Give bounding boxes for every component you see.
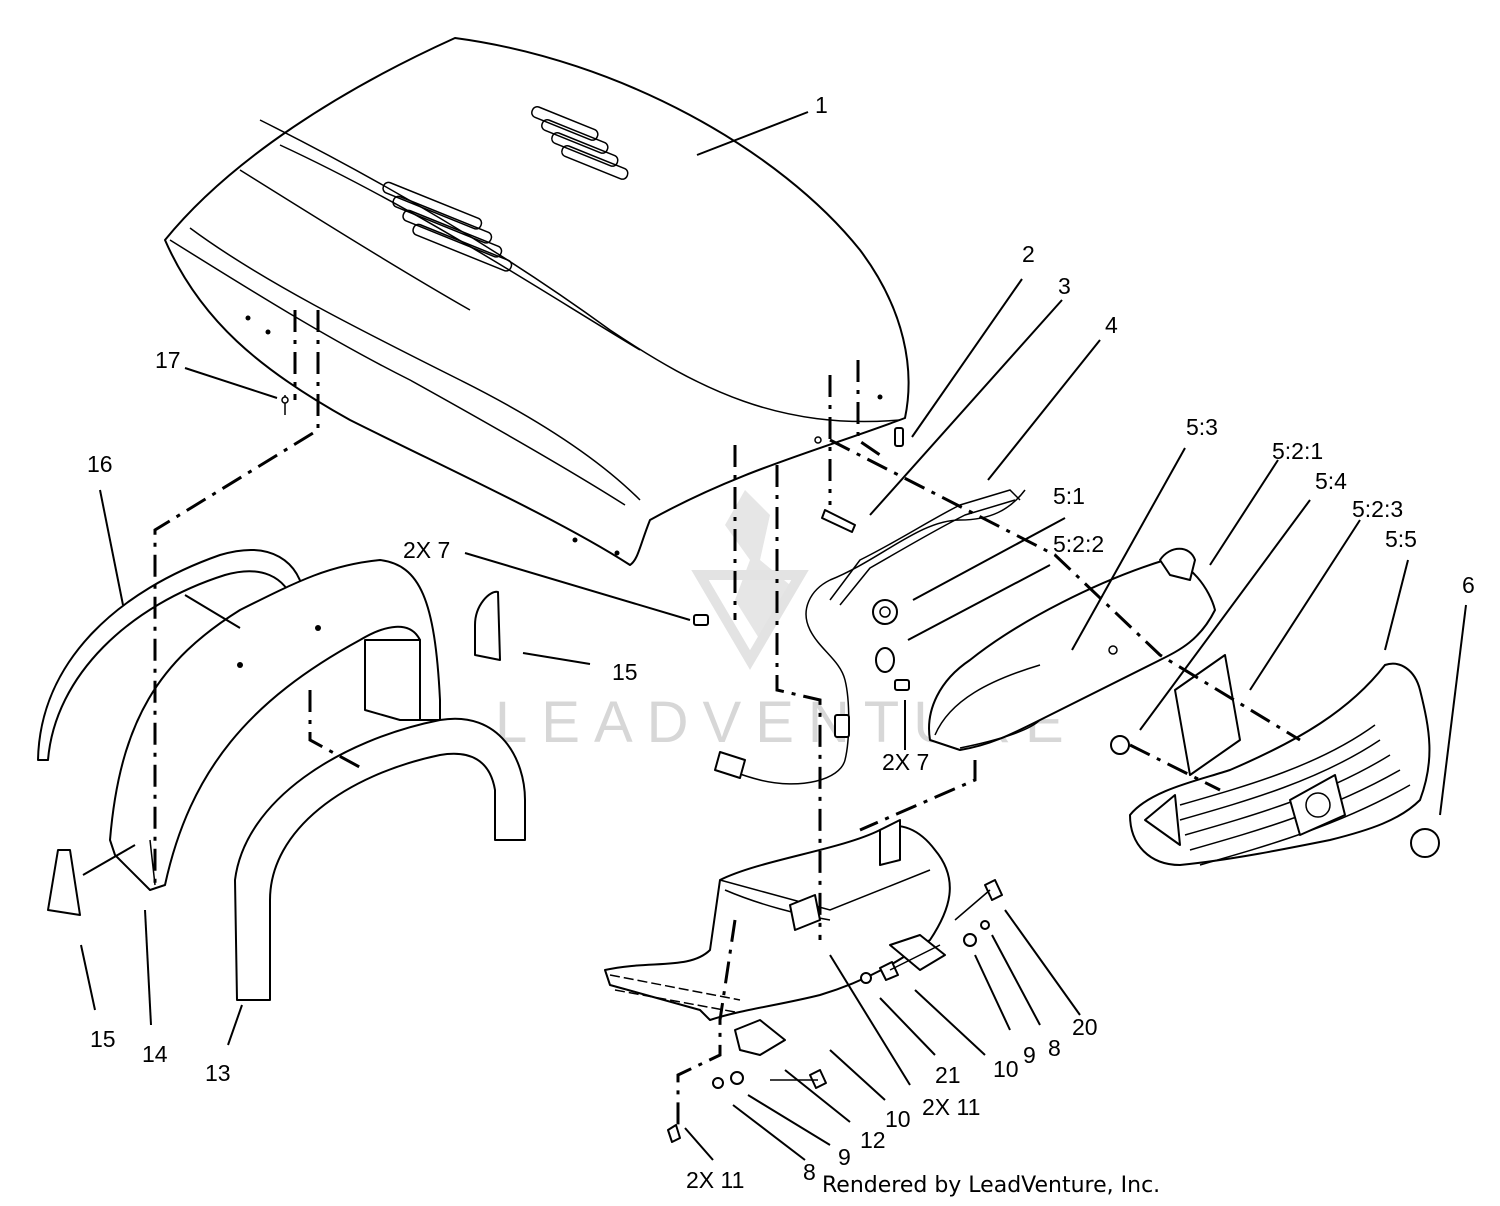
label-6: 6 — [1462, 572, 1475, 598]
hinge-part-3 — [814, 436, 856, 533]
bracket-part-4 — [829, 489, 1021, 606]
label-10-b: 10 — [885, 1106, 911, 1132]
label-14: 14 — [142, 1041, 168, 1067]
label-9-a: 9 — [1023, 1042, 1036, 1068]
label-20: 20 — [1072, 1014, 1098, 1040]
label-3: 3 — [1058, 273, 1071, 299]
lens-part-5-4 — [1174, 654, 1241, 776]
bulb-part-5-2-2 — [875, 647, 895, 673]
grille-part-5-5 — [1129, 662, 1431, 866]
label-1: 1 — [815, 92, 828, 118]
clip-part-7-b — [894, 679, 910, 691]
bulb-part-5-2-3 — [1110, 735, 1130, 755]
hood-vent-lower — [382, 181, 513, 272]
label-15-b: 15 — [90, 1026, 116, 1052]
clip-part-7-a — [693, 614, 709, 626]
footer-credit: Rendered by LeadVenture, Inc. — [822, 1173, 1160, 1198]
label-5-2-2: 5:2:2 — [1053, 531, 1104, 557]
label-5-5: 5:5 — [1385, 526, 1417, 552]
label-8-a: 8 — [1048, 1035, 1061, 1061]
label-8-b: 8 — [803, 1159, 816, 1185]
hood-part-1 — [164, 37, 910, 566]
socket-part-5-1 — [872, 599, 898, 625]
wedge-part-15-right — [474, 590, 501, 661]
label-5-1: 5:1 — [1053, 483, 1085, 509]
assembly-lines — [153, 310, 1301, 1125]
hardware — [667, 879, 1003, 1143]
callouts: 1 2 3 4 5:1 5:2:2 5:3 5:2:1 5:4 5:2:3 5:… — [87, 92, 1475, 1193]
cap-part-6 — [1410, 828, 1440, 858]
label-4: 4 — [1105, 312, 1118, 338]
hood-vent-upper — [531, 106, 629, 180]
label-21: 21 — [935, 1062, 961, 1088]
wiring-harness — [714, 489, 1026, 785]
label-9-b: 9 — [838, 1144, 851, 1170]
screw-part-17 — [281, 395, 289, 415]
label-5-2-1: 5:2:1 — [1272, 438, 1323, 464]
wedge-part-15-left — [47, 849, 81, 916]
grille-housing-part-5-3 — [928, 547, 1216, 751]
label-10-a: 10 — [993, 1056, 1019, 1082]
label-11-b: 2X 11 — [686, 1167, 744, 1193]
pin-part-2 — [894, 427, 904, 447]
label-2: 2 — [1022, 241, 1035, 267]
label-5-2-3: 5:2:3 — [1352, 496, 1403, 522]
label-7-b: 2X 7 — [882, 749, 929, 775]
label-13: 13 — [205, 1060, 231, 1086]
label-5-4: 5:4 — [1315, 468, 1347, 494]
fender-part-13 — [234, 717, 526, 1001]
fender-part-14 — [109, 559, 441, 891]
label-15-a: 15 — [612, 659, 638, 685]
label-17: 17 — [155, 347, 181, 373]
leader-lines — [80, 111, 1467, 1161]
label-11-a: 2X 11 — [922, 1094, 980, 1120]
label-16: 16 — [87, 451, 113, 477]
label-5-3: 5:3 — [1186, 414, 1218, 440]
label-7-a: 2X 7 — [403, 537, 450, 563]
frame-bracket — [604, 819, 951, 1056]
label-12: 12 — [860, 1127, 886, 1153]
